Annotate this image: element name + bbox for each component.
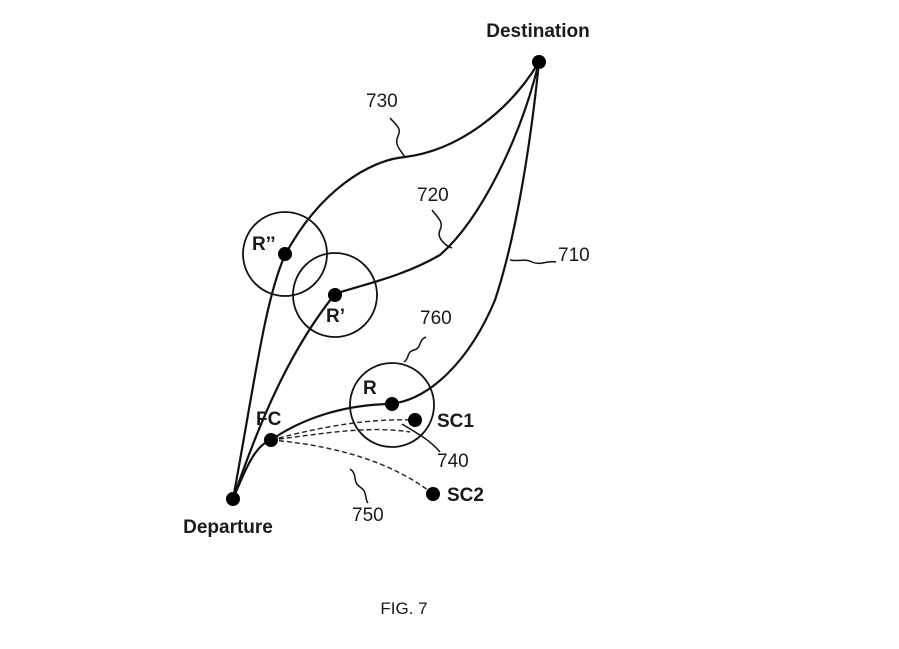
ref-760-label: 760 (420, 308, 452, 329)
sc2-label: SC2 (447, 485, 484, 506)
radius-circle-r (349, 362, 435, 448)
leader-740 (401, 423, 441, 453)
sc1-point (408, 413, 422, 427)
leader-710 (509, 259, 557, 265)
sc2-point (426, 487, 440, 501)
ref-730-label: 730 (366, 91, 398, 112)
route-740-dashed-line-inner (270, 428, 411, 441)
ref-710-label: 710 (558, 245, 590, 266)
leader-750 (349, 468, 369, 504)
leader-720 (431, 209, 453, 249)
route-730-line (231, 61, 540, 500)
leader-730 (389, 117, 406, 158)
r-double-prime-label: R’’ (252, 234, 276, 255)
figure-caption: FIG. 7 (380, 599, 427, 618)
leader-760 (403, 336, 427, 363)
r-point (385, 397, 399, 411)
ref-750-label: 750 (352, 505, 384, 526)
r-label: R (363, 378, 377, 399)
ref-720-label: 720 (417, 185, 449, 206)
sc1-label: SC1 (437, 411, 474, 432)
r-prime-point (328, 288, 342, 302)
departure-point (226, 492, 240, 506)
route-740-dashed-line (270, 419, 416, 441)
route-710-line (231, 61, 541, 500)
route-720-line (231, 61, 541, 500)
r-double-prime-point (278, 247, 292, 261)
ref-740-label: 740 (437, 451, 469, 472)
fc-label: FC (256, 409, 282, 430)
r-prime-label: R’ (326, 306, 345, 327)
radius-circle-r-prime (292, 252, 378, 338)
destination-point (532, 55, 546, 69)
departure-label: Departure (183, 517, 273, 538)
destination-label: Destination (486, 21, 589, 42)
fc-point (264, 433, 278, 447)
route-750-dashed-line (270, 439, 434, 495)
